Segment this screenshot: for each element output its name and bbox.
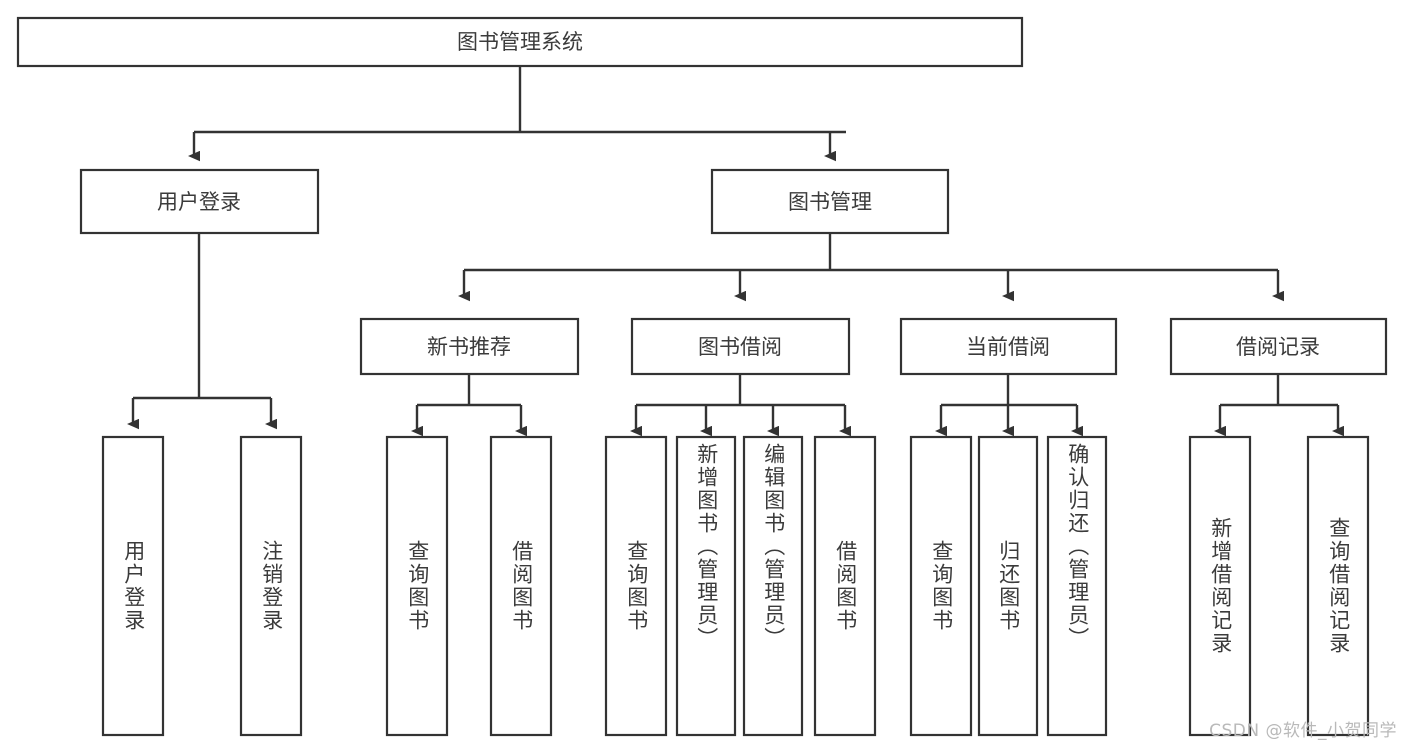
- connectors-newbook-to-leaves: [411, 374, 527, 437]
- watermark-text: CSDN @软件_小贺同学: [1209, 721, 1397, 741]
- node-leaf-confirm-return[interactable]: [1046, 435, 1108, 737]
- connectors-root-to-level1: [188, 66, 846, 162]
- node-new-book-recommend-label: 新书推荐: [427, 335, 511, 359]
- node-leaf-query-book-3[interactable]: [909, 435, 973, 737]
- node-root-label: 图书管理系统: [457, 30, 583, 54]
- node-leaf-logout-login[interactable]: [239, 435, 303, 737]
- node-leaf-query-book-2[interactable]: [604, 435, 668, 737]
- node-leaf-query-borrow-record[interactable]: [1306, 435, 1370, 737]
- node-book-borrow-label: 图书借阅: [698, 335, 782, 359]
- node-leaf-query-book-1[interactable]: [385, 435, 449, 737]
- node-user-login-label: 用户登录: [157, 190, 241, 214]
- node-borrow-record-label: 借阅记录: [1236, 335, 1320, 359]
- connectors-borrowrecord-to-leaves: [1214, 374, 1344, 437]
- node-borrow-record[interactable]: [1169, 317, 1388, 376]
- node-book-management-label: 图书管理: [788, 190, 872, 214]
- connectors-bookborrow-to-leaves: [630, 374, 851, 437]
- node-book-management[interactable]: [710, 168, 950, 235]
- node-current-borrow-label: 当前借阅: [966, 335, 1050, 359]
- connectors-userlogin-to-leaves: [127, 233, 277, 430]
- node-new-book-recommend[interactable]: [359, 317, 580, 376]
- node-current-borrow[interactable]: [899, 317, 1118, 376]
- node-leaf-add-borrow-record[interactable]: [1188, 435, 1252, 737]
- connectors-currentborrow-to-leaves: [935, 374, 1083, 437]
- node-leaf-borrow-book-2[interactable]: [813, 435, 877, 737]
- node-leaf-return-book[interactable]: [977, 435, 1039, 737]
- node-leaf-edit-book[interactable]: [742, 435, 804, 737]
- node-leaf-add-book[interactable]: [675, 435, 737, 737]
- node-leaf-borrow-book-1[interactable]: [489, 435, 553, 737]
- node-user-login[interactable]: [79, 168, 320, 235]
- node-leaf-user-login[interactable]: [101, 435, 165, 737]
- node-root[interactable]: [16, 16, 1024, 68]
- connectors-bookmanagement-to-level2: [458, 233, 1284, 302]
- node-book-borrow[interactable]: [630, 317, 851, 376]
